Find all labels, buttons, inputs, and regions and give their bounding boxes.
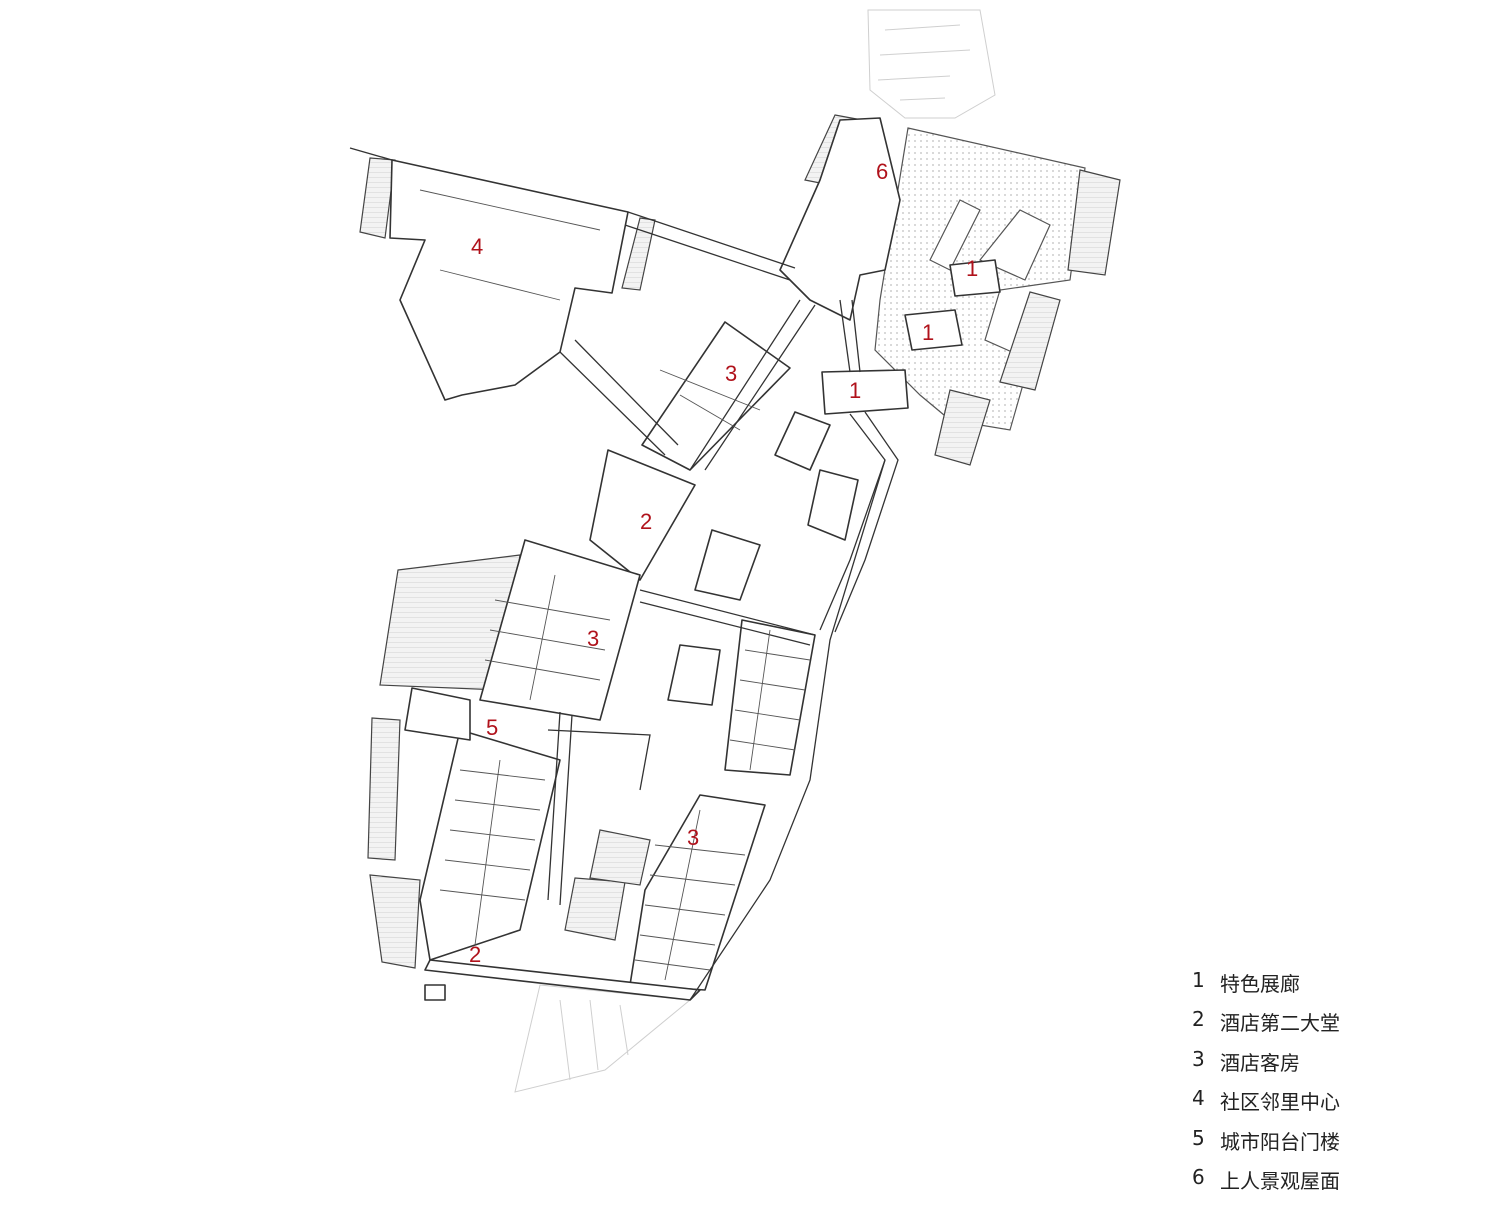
zone-label: 1 bbox=[849, 378, 862, 403]
corridors bbox=[349, 147, 899, 1001]
legend-text: 社区邻里中心 bbox=[1220, 1090, 1340, 1115]
legend-item: 5 城市阳台门楼 bbox=[1192, 1126, 1340, 1165]
legend-text: 酒店第二大堂 bbox=[1220, 1011, 1340, 1036]
zone-label: 2 bbox=[640, 509, 653, 534]
zone-label: 1 bbox=[966, 256, 979, 281]
legend-item: 6 上人景观屋面 bbox=[1192, 1165, 1340, 1204]
legend: 1 特色展廊 2 酒店第二大堂 3 酒店客房 4 社区邻里中心 5 城市阳台门楼… bbox=[1192, 968, 1340, 1204]
legend-number: 3 bbox=[1192, 1046, 1205, 1071]
legend-number: 4 bbox=[1192, 1086, 1205, 1111]
legend-item: 2 酒店第二大堂 bbox=[1192, 1007, 1340, 1046]
roof-panels bbox=[359, 114, 1121, 969]
zone-label: 3 bbox=[725, 361, 738, 386]
room-partitions bbox=[419, 189, 811, 981]
legend-item: 4 社区邻里中心 bbox=[1192, 1086, 1340, 1125]
zone-label: 3 bbox=[587, 626, 600, 651]
legend-number: 5 bbox=[1192, 1125, 1205, 1150]
zone-label: 5 bbox=[486, 715, 499, 740]
legend-text: 上人景观屋面 bbox=[1220, 1168, 1340, 1193]
legend-number: 6 bbox=[1192, 1164, 1205, 1189]
legend-text: 城市阳台门楼 bbox=[1220, 1129, 1340, 1154]
legend-number: 2 bbox=[1192, 1007, 1205, 1032]
legend-item: 3 酒店客房 bbox=[1192, 1047, 1340, 1086]
zone-label: 6 bbox=[876, 159, 889, 184]
legend-text: 特色展廊 bbox=[1220, 972, 1300, 996]
legend-number: 1 bbox=[1192, 968, 1205, 992]
building-outlines bbox=[389, 117, 1001, 1001]
legend-text: 酒店客房 bbox=[1220, 1050, 1300, 1075]
zone-label: 3 bbox=[687, 825, 700, 850]
zone-label: 2 bbox=[469, 942, 482, 967]
zone-label: 4 bbox=[471, 234, 484, 259]
legend-item: 1 特色展廊 bbox=[1192, 968, 1340, 1007]
zone-label: 1 bbox=[922, 320, 935, 345]
